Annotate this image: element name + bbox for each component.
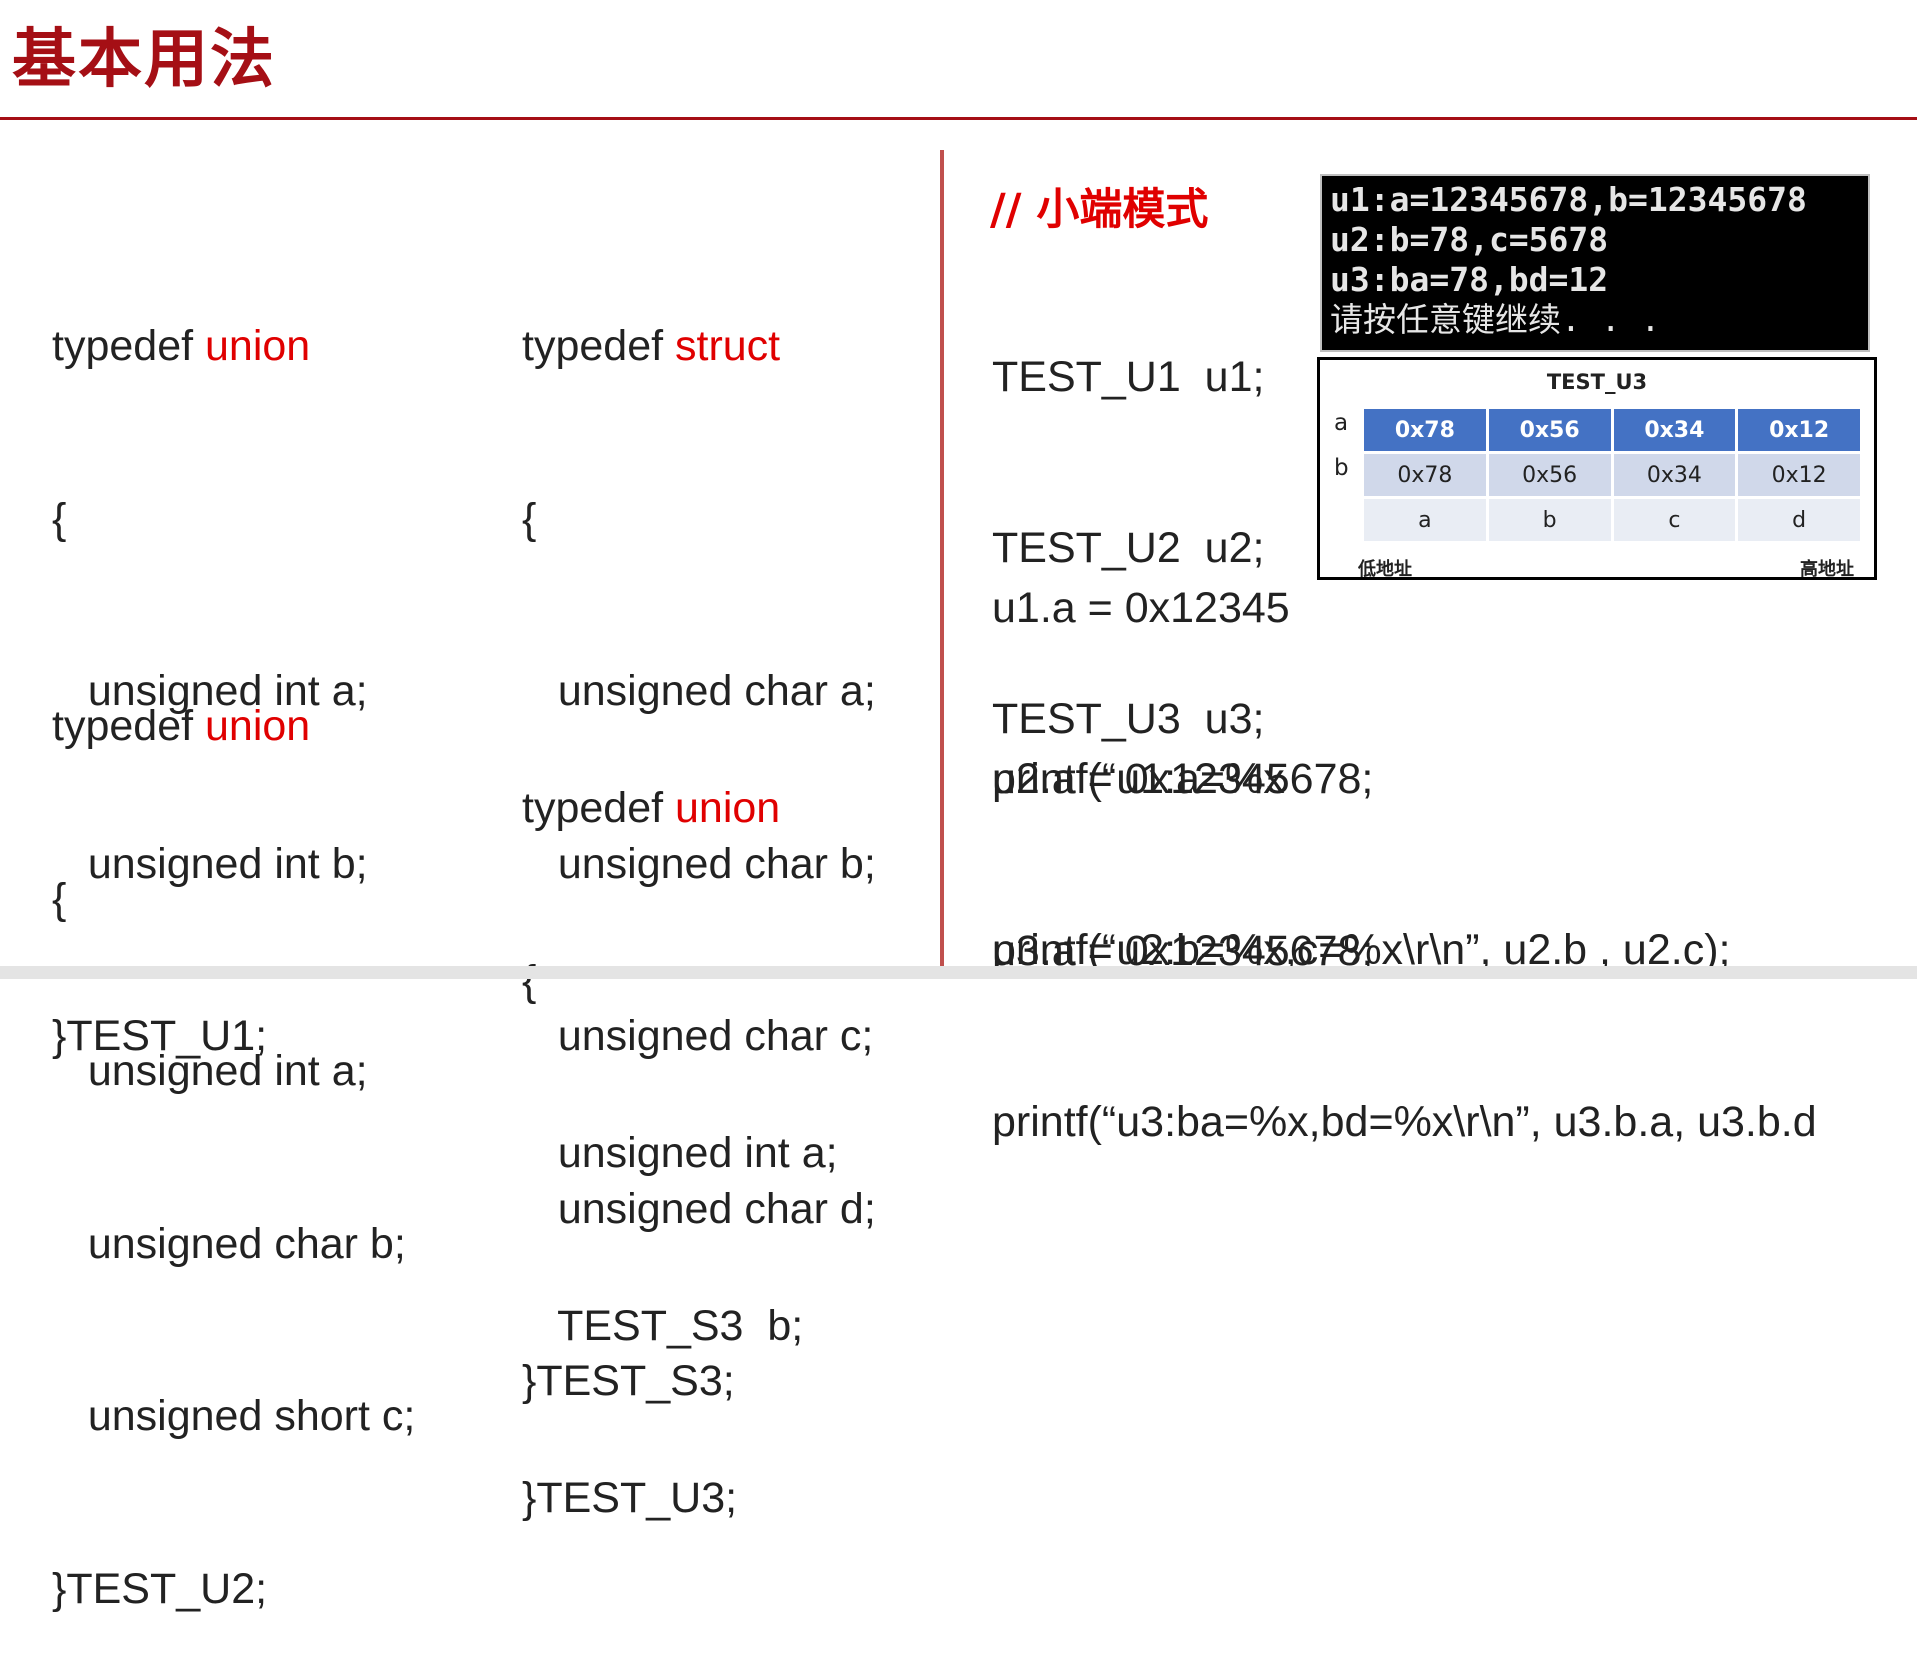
memory-cell: 0x34 [1613,409,1739,451]
memory-cell: c [1613,499,1739,541]
memory-row-b: 0x78 0x56 0x34 0x12 [1364,454,1860,496]
memory-layout-diagram: TEST_U3 a b 0x78 0x56 0x34 0x12 0x78 0x5… [1317,357,1877,580]
memory-cell: d [1738,499,1860,541]
row-label-a: a [1334,410,1349,436]
code-block-test-u2: typedef union { unsigned int a; unsigned… [52,702,416,1613]
row-label-b: b [1334,455,1349,481]
console-line: 请按任意键继续. . . [1330,300,1661,339]
memory-cell: 0x56 [1488,454,1614,496]
console-output: u1:a=12345678,b=12345678 u2:b=78,c=5678 … [1320,174,1870,352]
memory-cell: a [1364,499,1489,541]
bottom-strip [0,966,1917,979]
keyword-struct: struct [675,322,781,370]
low-address-label: 低地址 [1358,559,1412,580]
u1-statements: u1.a = 0x12345 printf(“u1:a=%x [992,584,1290,803]
memory-row-a: 0x78 0x56 0x34 0x12 [1364,409,1860,451]
comment-little-endian: // 小端模式 [990,185,1209,235]
declarations: TEST_U1 u1; TEST_U2 u2; TEST_U3 u3; [992,353,1265,743]
console-line: u3:ba=78,bd=12 [1330,260,1609,299]
memory-cell: 0x12 [1738,409,1860,451]
memory-cell: 0x12 [1738,454,1860,496]
memory-cell: 0x78 [1364,454,1489,496]
keyword-union: union [205,702,311,750]
page-title: 基本用法 [12,23,276,97]
memory-row-bytes: a b c d [1364,499,1860,541]
memory-cell: 0x78 [1364,409,1489,451]
high-address-label: 高地址 [1800,559,1854,580]
column-divider [940,150,944,970]
title-divider [0,117,1917,120]
keyword-union: union [205,322,311,370]
memory-cell: 0x34 [1613,454,1739,496]
memory-cell: b [1488,499,1614,541]
console-line: u2:b=78,c=5678 [1330,220,1609,259]
memory-title: TEST_U3 [1546,370,1648,394]
keyword-union: union [675,784,781,832]
u3-statements: u3.a = 0x12345678; printf(“u3:ba=%x,bd=%… [992,927,1817,1146]
console-line: u1:a=12345678,b=12345678 [1330,180,1807,219]
memory-cell: 0x56 [1488,409,1614,451]
code-block-test-u3: typedef union { unsigned int a; TEST_S3 … [522,784,838,1522]
